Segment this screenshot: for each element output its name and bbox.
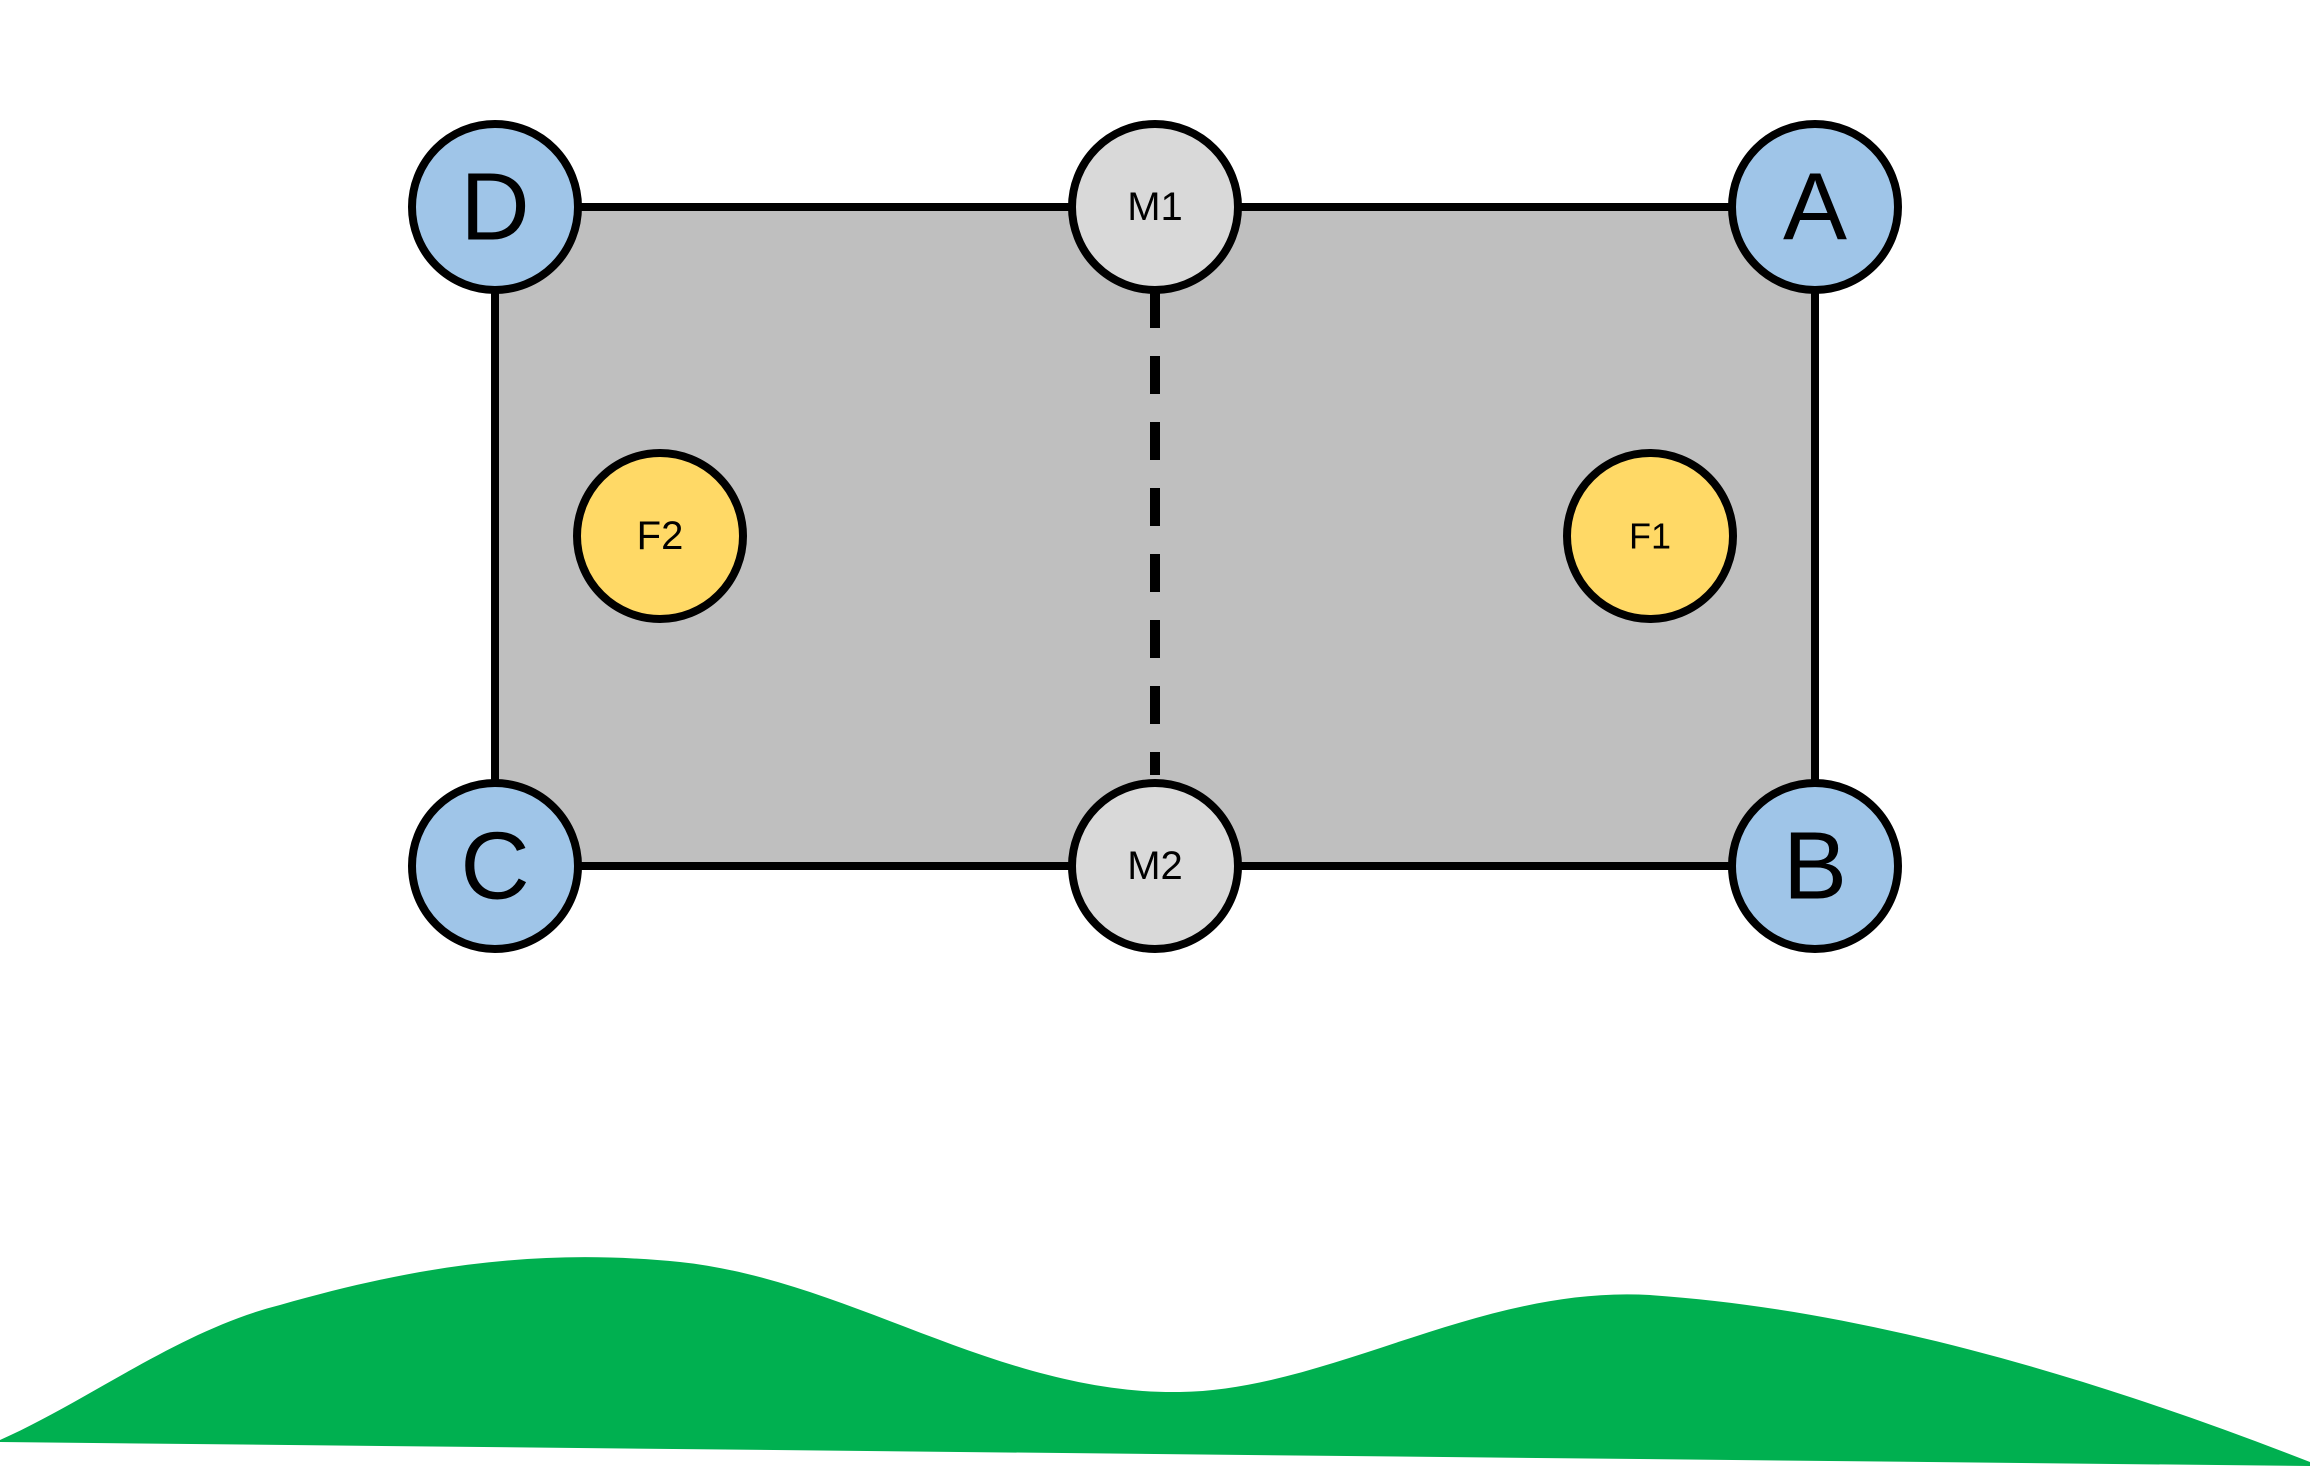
node-d-label: D: [460, 154, 529, 261]
node-m1-circle: [1068, 120, 1242, 294]
node-m2: M2: [1068, 779, 1242, 953]
node-a-label: A: [1783, 154, 1847, 261]
node-b-circle: [1728, 779, 1902, 953]
green-ground-hills: [0, 1257, 2310, 1466]
node-f1-label: F1: [1629, 516, 1671, 557]
node-m2-label: M2: [1127, 844, 1183, 888]
node-f2-label: F2: [637, 514, 684, 558]
node-m1: M1: [1068, 120, 1242, 294]
node-a-circle: [1728, 120, 1902, 294]
node-a: A: [1728, 120, 1902, 294]
node-d: D: [408, 120, 582, 294]
node-f2: F2: [573, 449, 747, 623]
node-m2-circle: [1068, 779, 1242, 953]
node-c-circle: [408, 779, 582, 953]
edge-group: [491, 203, 1819, 870]
node-d-circle: [408, 120, 582, 294]
node-b-label: B: [1783, 813, 1847, 920]
node-f1-circle: [1563, 449, 1737, 623]
node-c: C: [408, 779, 582, 953]
node-f1: F1: [1563, 449, 1737, 623]
node-b: B: [1728, 779, 1902, 953]
node-c-label: C: [460, 813, 529, 920]
node-m1-label: M1: [1127, 185, 1183, 229]
node-f2-circle: [573, 449, 747, 623]
